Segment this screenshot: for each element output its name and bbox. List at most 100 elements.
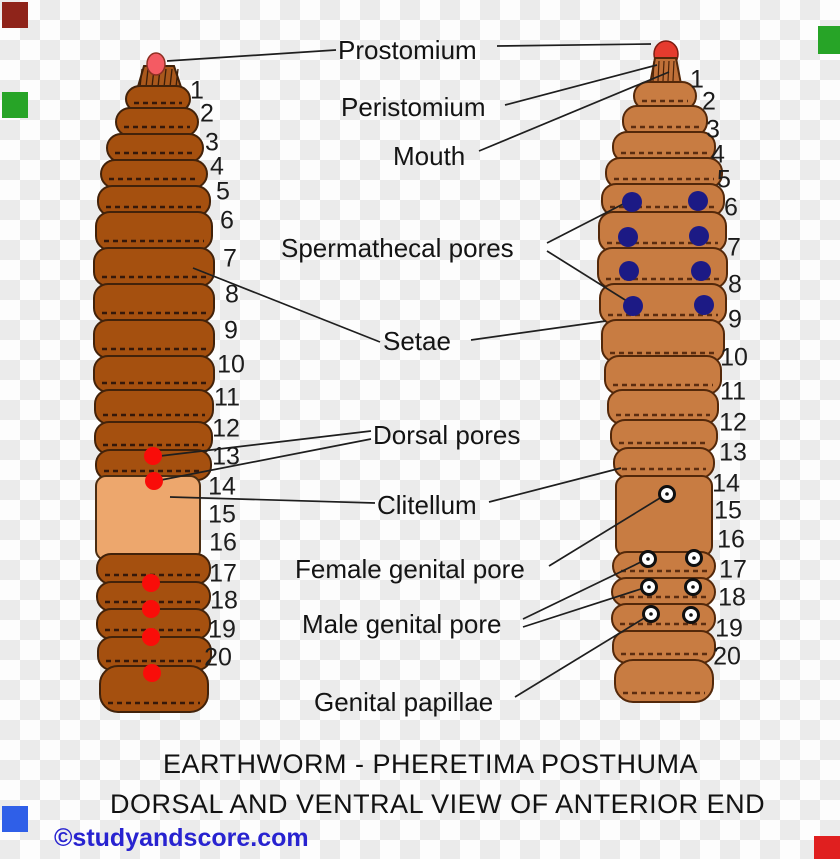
segment-number: 17 <box>719 555 747 584</box>
segment-number: 1 <box>690 65 704 94</box>
segment-number: 12 <box>719 408 747 437</box>
segment-number: 8 <box>728 270 742 299</box>
left-worm-body <box>93 283 215 323</box>
segment-number: 6 <box>724 193 738 222</box>
label-dorsal-pores: Dorsal pores <box>373 420 521 450</box>
segment-number: 6 <box>220 206 234 235</box>
left-worm-body <box>94 389 214 425</box>
segment-number: 10 <box>720 343 748 372</box>
right-worm-body <box>607 389 719 425</box>
genital-pore-dot-center <box>691 585 695 589</box>
dorsal-pore-dot <box>142 600 160 618</box>
segment-number: 2 <box>200 99 214 128</box>
left-worm-body <box>100 159 208 189</box>
genital-pore-dot-center <box>665 492 669 496</box>
leader-line <box>169 496 376 504</box>
left-worm-body <box>106 133 204 163</box>
segment-number: 20 <box>204 643 232 672</box>
left-worm-body <box>93 319 215 359</box>
spermathecal-pore-dot <box>689 226 709 246</box>
segment-number: 14 <box>712 469 740 498</box>
segment-number: 17 <box>209 559 237 588</box>
marker-square-left-upper <box>2 92 28 118</box>
label-spermathecal-pores: Spermathecal pores <box>281 233 514 263</box>
leader-line <box>546 250 631 304</box>
segment-number: 2 <box>702 87 716 116</box>
segment-number: 5 <box>216 177 230 206</box>
head-hatch <box>139 68 143 88</box>
segment-number: 11 <box>720 377 746 406</box>
label-genital-papillae: Genital papillae <box>314 687 494 717</box>
segment-number: 18 <box>210 586 238 615</box>
segment-number: 7 <box>727 233 741 262</box>
label-clitellum: Clitellum <box>377 490 477 520</box>
genital-pore-dot-center <box>649 612 653 616</box>
dorsal-pore-dot <box>142 628 160 646</box>
leader-line <box>546 200 630 244</box>
right-worm-body <box>612 630 716 664</box>
genital-pore-dot-center <box>689 613 693 617</box>
label-female-genital-pore: Female genital pore <box>295 554 525 584</box>
segment-number: 4 <box>210 152 224 181</box>
marker-square-top-left <box>2 2 28 28</box>
spermathecal-pore-dot <box>623 296 643 316</box>
right-worm-body <box>613 447 715 479</box>
segment-number: 4 <box>711 140 725 169</box>
left-worm-body <box>115 107 199 137</box>
leader-line <box>159 430 372 457</box>
segment-number: 1 <box>190 76 204 105</box>
title-line-2: DORSAL AND VENTRAL VIEW OF ANTERIOR END <box>110 789 766 819</box>
segment-number: 15 <box>208 500 236 529</box>
label-prostomium: Prostomium <box>338 35 477 65</box>
watermark-text: ©studyandscore.com <box>54 824 309 852</box>
leader-line <box>548 497 661 567</box>
leader-line <box>522 587 645 628</box>
genital-pore-dot-center <box>647 585 651 589</box>
spermathecal-pore-dot <box>619 261 639 281</box>
spermathecal-pore-dot <box>691 261 711 281</box>
segment-number: 20 <box>713 642 741 671</box>
segment-number: 14 <box>208 472 236 501</box>
label-mouth: Mouth <box>393 141 466 171</box>
left-prostomium-tip <box>146 52 166 76</box>
leader-line <box>160 438 372 481</box>
segment-number: 19 <box>715 614 743 643</box>
right-worm-head <box>648 57 683 85</box>
label-peristomium: Peristomium <box>341 92 486 122</box>
left-worm-body <box>93 247 215 287</box>
segment-number: 9 <box>728 305 742 334</box>
segment-number: 9 <box>224 316 238 345</box>
segment-number: 8 <box>225 280 239 309</box>
head-hatch <box>145 68 149 88</box>
segment-number: 10 <box>217 350 245 379</box>
segment-number: 5 <box>717 165 731 194</box>
left-worm-body <box>95 211 213 251</box>
segment-number: 19 <box>208 615 236 644</box>
leader-line <box>522 560 644 620</box>
segment-number: 13 <box>212 442 240 471</box>
segment-number: 15 <box>714 496 742 525</box>
segment-number: 3 <box>706 115 720 144</box>
segment-number: 11 <box>214 383 240 412</box>
dorsal-pore-dot <box>145 472 163 490</box>
label-male-genital-pore: Male genital pore <box>302 609 502 639</box>
head-hatch <box>169 68 173 88</box>
title-line-1: EARTHWORM - PHERETIMA POSTHUMA <box>163 749 699 779</box>
spermathecal-pore-dot <box>694 295 714 315</box>
head-hatch <box>163 68 167 88</box>
leader-line <box>488 467 622 503</box>
spermathecal-pore-dot <box>622 192 642 212</box>
marker-square-bottom-right <box>814 836 840 859</box>
leader-line <box>478 71 670 152</box>
dorsal-pore-dot <box>144 447 162 465</box>
label-setae: Setae <box>383 326 451 356</box>
leader-line <box>504 64 658 106</box>
genital-pore-dot-center <box>646 557 650 561</box>
left-worm-body <box>93 355 215 393</box>
head-hatch <box>672 60 675 82</box>
spermathecal-pore-dot <box>688 191 708 211</box>
segment-number: 13 <box>719 438 747 467</box>
head-hatch <box>657 60 660 82</box>
